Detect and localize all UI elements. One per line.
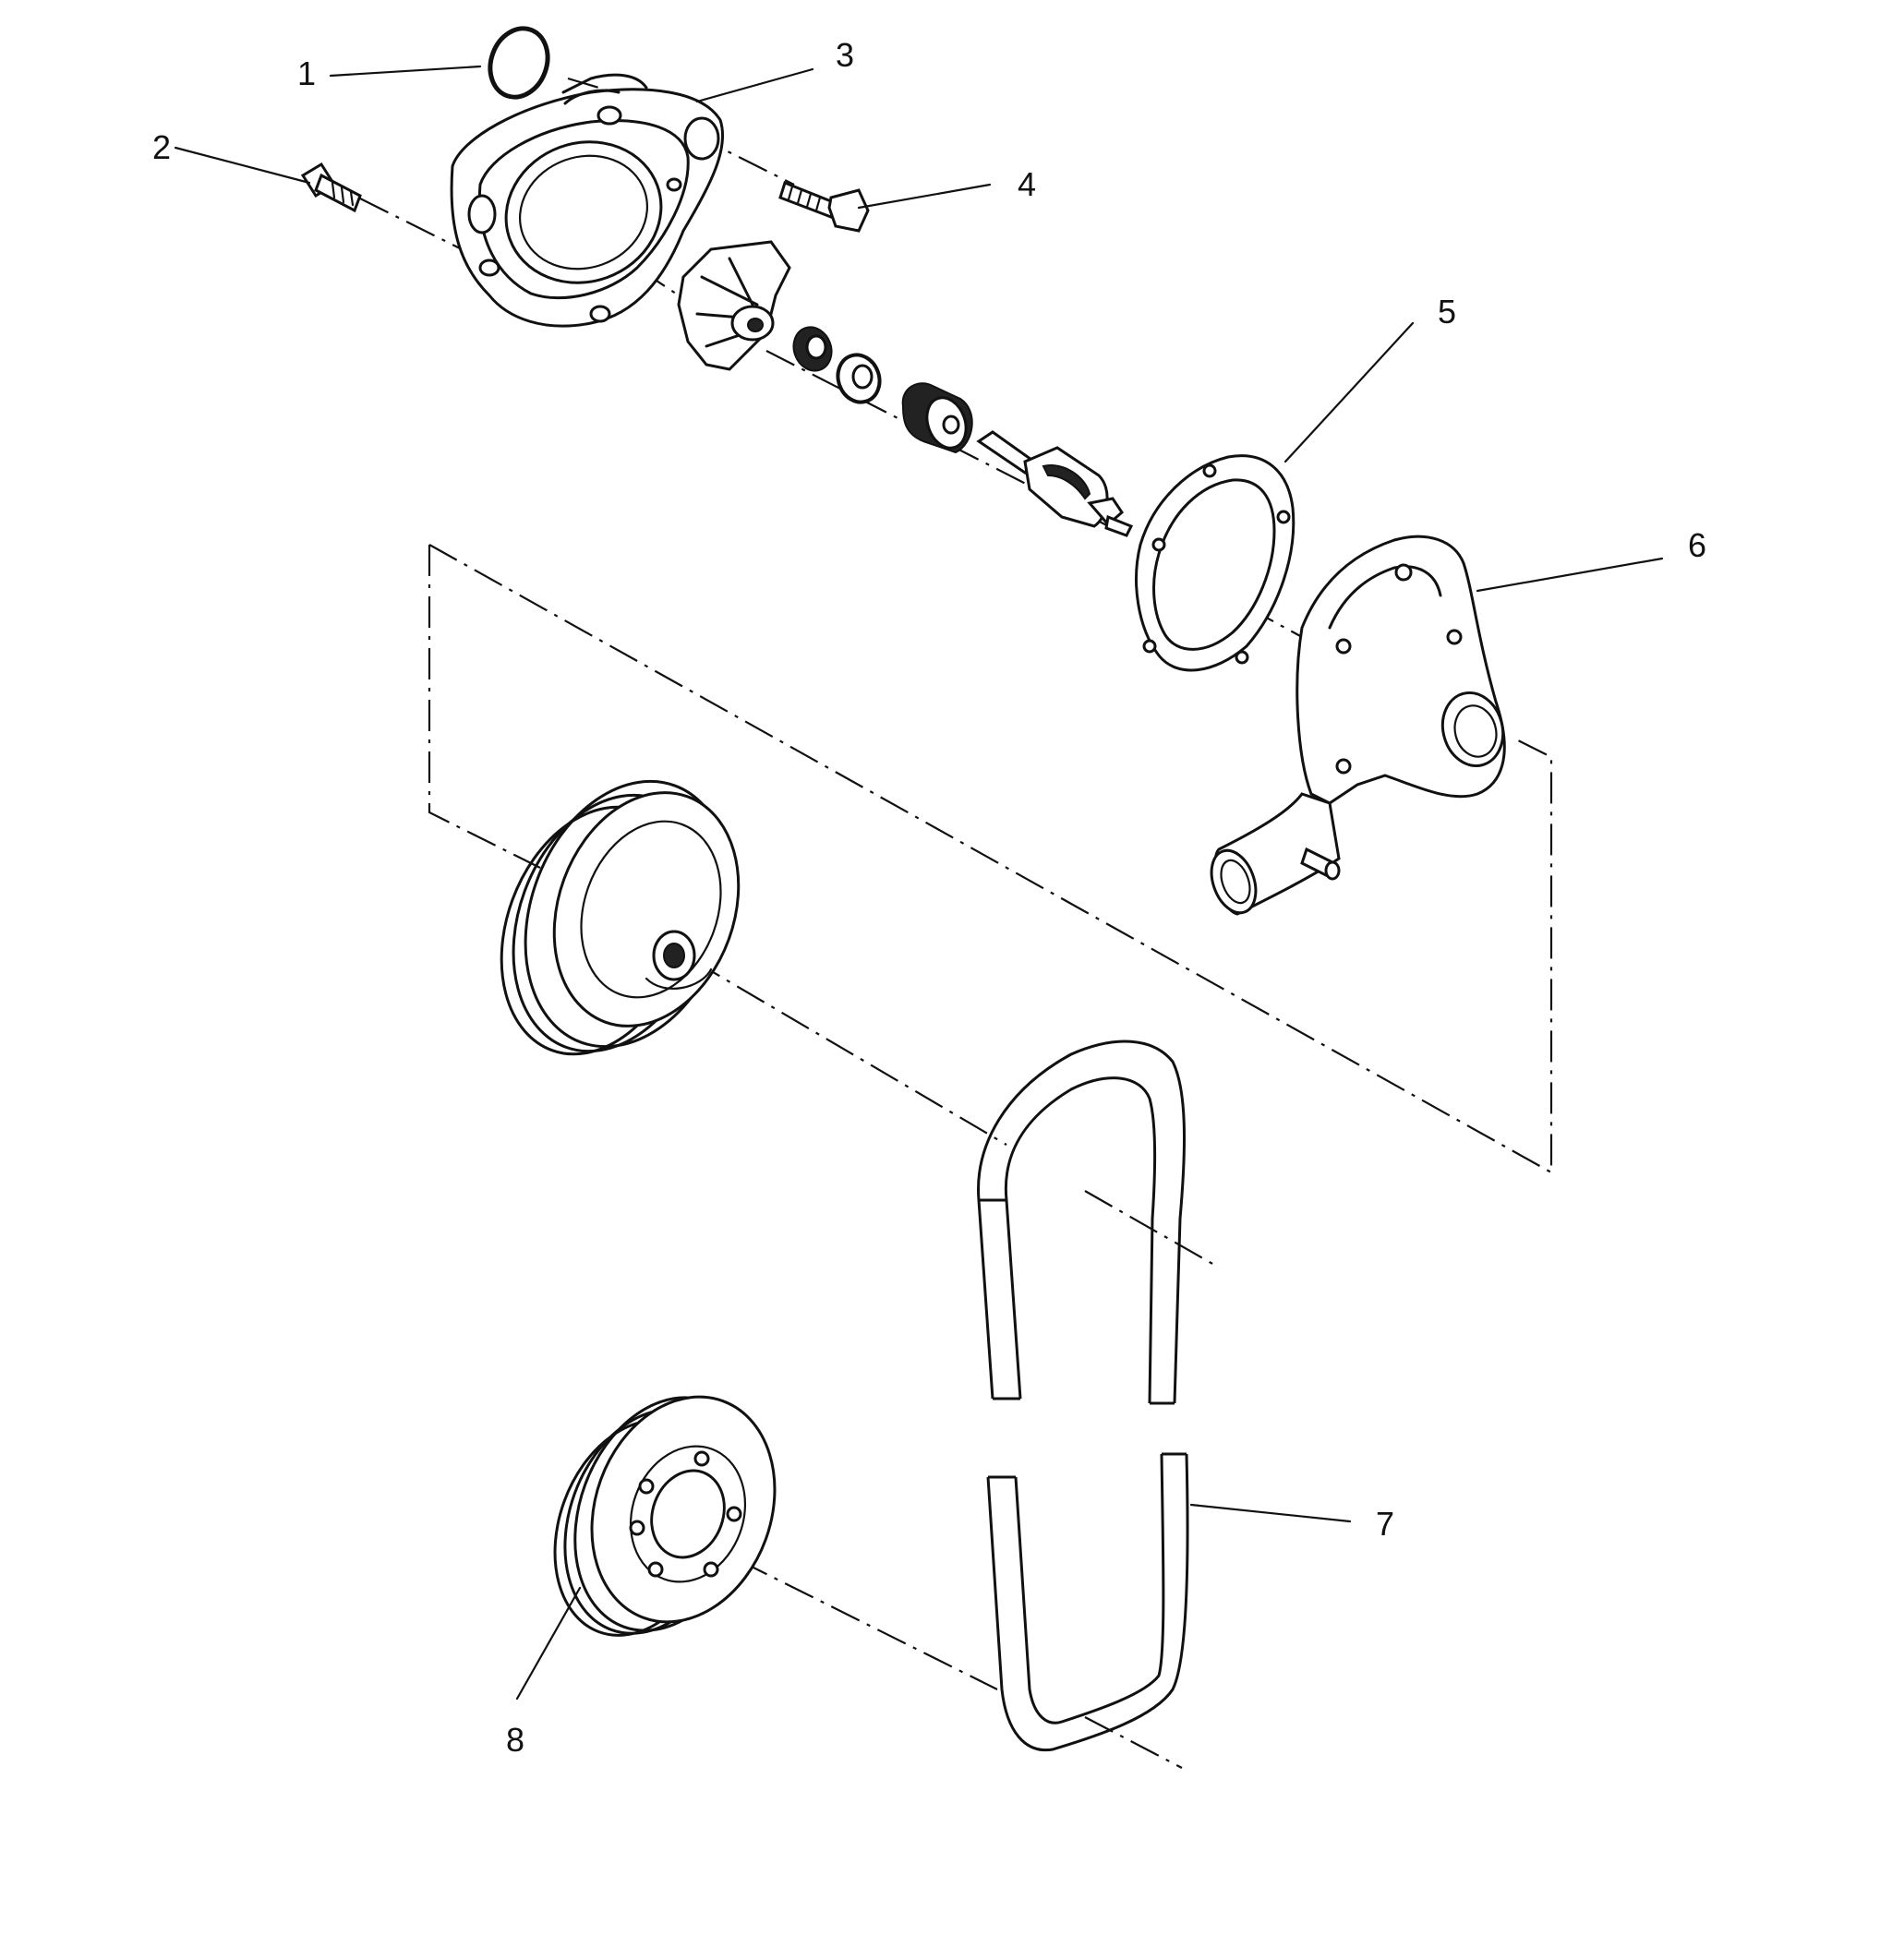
pump-body-part-6 [1210, 535, 1506, 916]
leader-1 [329, 65, 482, 78]
leader-5 [1283, 321, 1415, 463]
cover-bolt-part-4 [778, 181, 870, 233]
leader-8 [515, 1586, 582, 1701]
seal-washer [836, 353, 882, 404]
callout-1: 1 [297, 54, 316, 92]
pump-shaft [976, 430, 1134, 537]
leader-2 [174, 146, 311, 185]
pump-pulley [500, 779, 741, 1056]
leader-3 [695, 67, 814, 103]
callout-2: 2 [152, 128, 171, 166]
mechanical-seal [792, 326, 833, 372]
callout-3: 3 [836, 36, 854, 74]
callout-4: 4 [1018, 165, 1036, 203]
bearing [901, 382, 973, 454]
leader-7 [1189, 1503, 1352, 1523]
callout-5: 5 [1438, 293, 1456, 331]
gasket-part-5 [1135, 454, 1295, 672]
impeller [677, 240, 791, 371]
leader-lines [174, 65, 1664, 1701]
o-ring-part-1 [488, 26, 550, 100]
callout-8: 8 [506, 1721, 524, 1759]
pump-cover-part-3 [450, 73, 725, 328]
crank-pulley-part-8 [553, 1395, 777, 1637]
callout-7: 7 [1376, 1505, 1394, 1543]
callout-labels: 1 2 3 4 5 6 7 8 [152, 36, 1706, 1759]
callout-6: 6 [1688, 526, 1706, 564]
drain-bolt-part-2 [300, 162, 362, 213]
leader-6 [1476, 557, 1664, 593]
v-belt-part-7 [977, 1040, 1189, 1752]
leader-4 [857, 183, 992, 210]
